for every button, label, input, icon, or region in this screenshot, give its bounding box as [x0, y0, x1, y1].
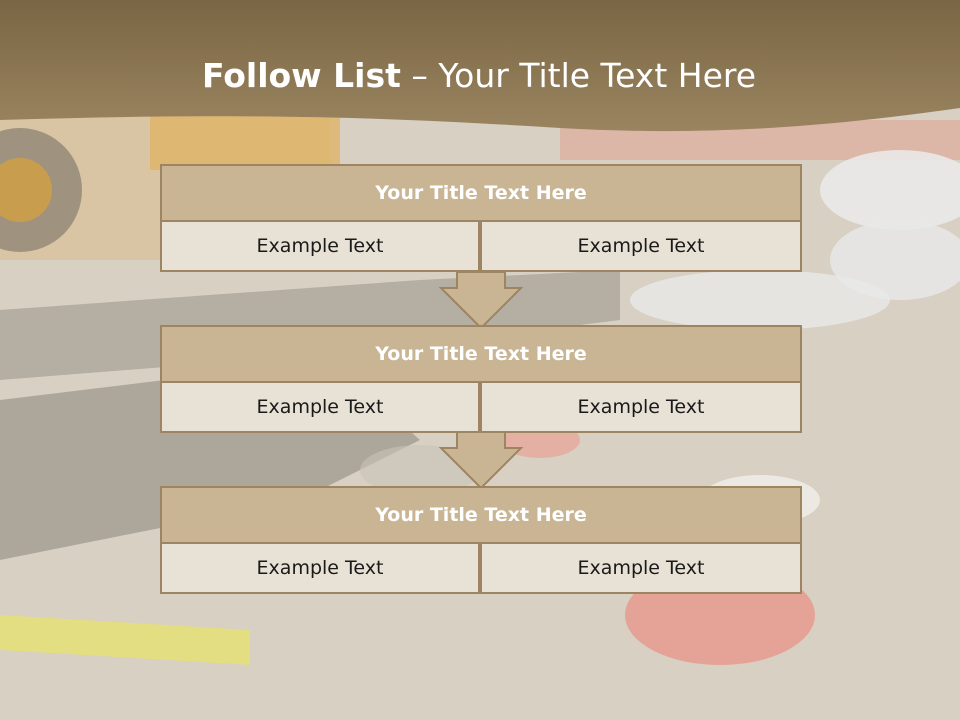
step-cell-left: Example Text	[160, 381, 480, 433]
step-cell-right: Example Text	[480, 542, 802, 594]
step-block: Your Title Text Here Example Text Exampl…	[160, 325, 802, 433]
step-block: Your Title Text Here Example Text Exampl…	[160, 486, 802, 594]
step-title: Your Title Text Here	[160, 486, 802, 544]
step-cell-left: Example Text	[160, 542, 480, 594]
step-block: Your Title Text Here Example Text Exampl…	[160, 164, 802, 272]
step-cell-right: Example Text	[480, 220, 802, 272]
header-band	[0, 0, 960, 132]
step-title: Your Title Text Here	[160, 164, 802, 222]
step-title: Your Title Text Here	[160, 325, 802, 383]
slide-title: Follow List – Your Title Text Here	[202, 56, 756, 95]
slide-title-bold: Follow List	[202, 56, 401, 95]
down-arrow-icon	[438, 431, 524, 490]
step-cell-left: Example Text	[160, 220, 480, 272]
step-cell-right: Example Text	[480, 381, 802, 433]
slide-title-rest: – Your Title Text Here	[400, 56, 757, 95]
down-arrow-icon	[438, 271, 524, 330]
